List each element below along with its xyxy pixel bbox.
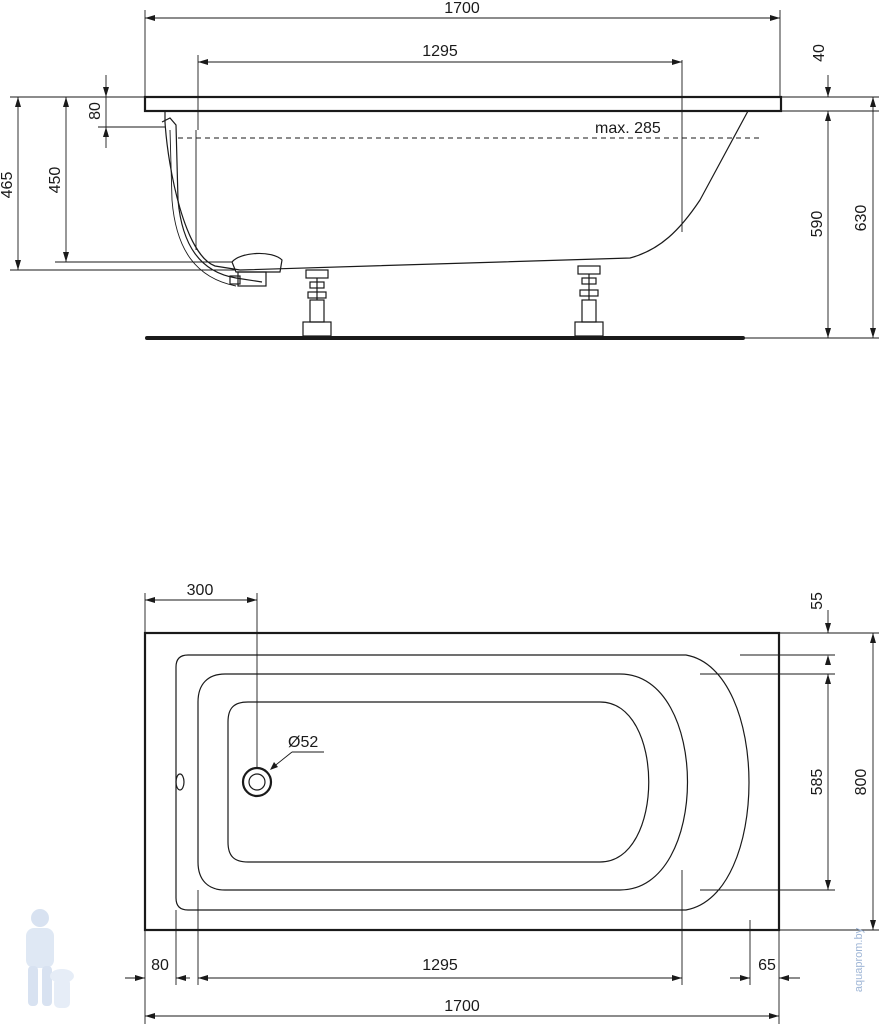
bathtub-rim-inner-edge	[175, 654, 750, 911]
watermark-text: aquaprom.by	[853, 927, 865, 992]
dim-max-depth: max. 285	[595, 120, 661, 137]
dim-overflow-height: 80	[87, 102, 104, 120]
overflow-pipe-inner	[169, 129, 237, 287]
dim-bottom-overall-length: 1700	[444, 998, 480, 1015]
dim-inner-width: 585	[809, 769, 826, 796]
inner-wall-lines	[195, 60, 683, 250]
dim-depth-590: 590	[809, 211, 826, 238]
leg-left	[302, 269, 332, 337]
overflow-hole-icon	[175, 773, 185, 791]
dim-bottom-inner-length: 1295	[422, 957, 458, 974]
overflow-pipe	[161, 117, 263, 283]
bathtub-rim	[143, 95, 783, 113]
dim-height-450: 450	[47, 167, 64, 194]
dim-right-65: 65	[758, 957, 776, 974]
bathtub-outer-rim	[143, 631, 781, 932]
dim-total-height: 630	[853, 205, 870, 232]
bathtub-basin-outline	[197, 673, 689, 891]
top-view: Ø52 300 55 585 800 80	[125, 582, 879, 1024]
dim-rim-55: 55	[809, 592, 826, 610]
drain-icon	[241, 766, 273, 798]
watermark-mascot-icon	[26, 909, 74, 1008]
bathtub-basin-floor	[227, 701, 650, 863]
dim-drain-diameter: Ø52	[288, 734, 318, 751]
dim-rim-thickness: 40	[811, 44, 828, 62]
floor-line	[145, 336, 745, 340]
drain-connector	[229, 275, 241, 285]
dim-left-80: 80	[151, 957, 169, 974]
dim-height-465: 465	[0, 172, 16, 199]
dim-total-width: 800	[853, 769, 870, 796]
bathtub-body-outline	[164, 110, 749, 271]
drain-trap	[237, 271, 267, 287]
dim-inner-length: 1295	[422, 43, 458, 60]
dim-overall-length: 1700	[444, 0, 480, 17]
drain-assembly	[231, 252, 283, 273]
dim-drain-offset: 300	[187, 582, 214, 599]
side-view: 1700 1295 40 590 630 80 465	[0, 0, 879, 340]
leg-right	[574, 265, 604, 337]
